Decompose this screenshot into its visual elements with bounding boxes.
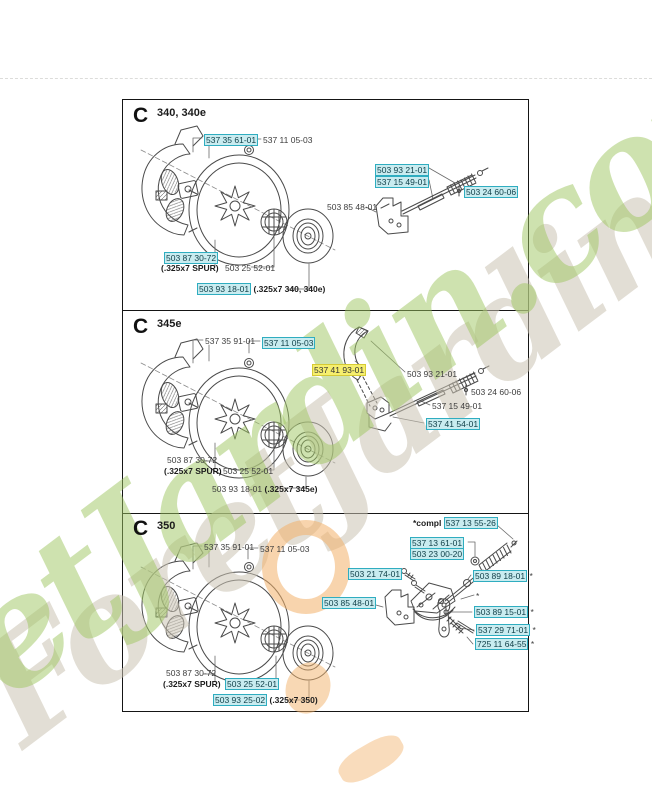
brake-spring <box>479 541 517 573</box>
part-row: 503 93 25-02 (.325x7 350) <box>213 693 318 706</box>
section-letter: C <box>133 516 149 540</box>
part-number: 503 87 30-72 <box>166 667 217 678</box>
screws <box>402 568 426 593</box>
part-variant: (.325x7 SPUR) <box>164 465 222 476</box>
part-row: 725 11 64-55 * <box>475 637 535 650</box>
part-number: 503 25 52-01 <box>225 263 276 273</box>
footnote-star: * <box>529 570 533 581</box>
part-number: 503 87 30-72 <box>167 454 218 465</box>
compl-note: *compl <box>413 517 442 528</box>
part-link[interactable]: 537 13 55-26 <box>443 516 498 529</box>
retainer-pin <box>457 186 460 196</box>
part-link[interactable]: 503 24 60-06 <box>464 186 519 198</box>
part-link[interactable]: 537 29 71-01 <box>476 623 531 636</box>
brake-spring <box>449 366 489 393</box>
part-number: 503 93 21-01 <box>407 368 458 379</box>
part-link[interactable]: 537 41 54-01 <box>426 417 481 430</box>
section-letter: C <box>133 314 149 338</box>
brake-pivot-block <box>367 397 391 431</box>
part-link[interactable]: 503 89 18-01 <box>473 569 528 582</box>
part-variant: (.325x7 345e) <box>264 483 318 494</box>
part-link[interactable]: 503 21 74-01 <box>348 567 403 580</box>
part-link[interactable]: 503 93 21-01 <box>375 164 430 176</box>
footnote-star: * <box>530 638 535 649</box>
panel-title: 340, 340e <box>157 107 206 119</box>
adjuster-nut <box>471 557 479 565</box>
brake-band-assembly <box>411 579 471 620</box>
brake-spring <box>447 168 488 195</box>
part-row: 503 93 18-01 (.325x7 345e) <box>212 484 317 494</box>
part-link[interactable]: 503 87 30-72 <box>164 252 219 264</box>
footnote-star: * <box>532 624 536 635</box>
part-link-selected[interactable]: 537 41 93-01 <box>312 363 367 376</box>
part-link[interactable]: 537 11 05-03 <box>262 336 316 349</box>
part-row: 537 29 71-01 * <box>476 623 536 636</box>
part-number: 537 35 91-01 <box>205 335 256 346</box>
leader-lines <box>193 340 430 488</box>
part-number: 537 15 49-01 <box>432 400 483 411</box>
part-number: 503 25 52-01 <box>223 465 274 476</box>
footnote-star: * <box>476 590 480 601</box>
part-link[interactable]: 503 93 18-01 <box>197 283 252 295</box>
part-number: 503 93 18-01 <box>212 483 263 494</box>
chain-catcher <box>438 599 450 637</box>
part-row: 503 89 15-01 * <box>474 605 534 618</box>
catcher-spring <box>447 617 463 633</box>
part-number: 537 35 91-01 <box>204 541 255 552</box>
part-link[interactable]: 503 23 00-20 <box>410 547 465 560</box>
panel-340-340e: C 340, 340e <box>122 99 529 311</box>
scan-artifact-line <box>0 78 652 79</box>
retainer-pin <box>464 385 467 395</box>
brake-bracket <box>385 590 414 625</box>
part-number: 503 24 60-06 <box>471 386 522 397</box>
exploded-diagram-345e <box>140 311 528 513</box>
brake-bracket <box>376 198 408 234</box>
footnote-star: * <box>530 606 534 617</box>
part-variant: (.325x7 SPUR) <box>161 263 219 273</box>
part-link[interactable]: 503 25 52-01 <box>225 677 280 690</box>
part-link[interactable]: 503 93 25-02 <box>213 693 268 706</box>
brake-rod <box>402 175 476 214</box>
part-link[interactable]: 537 35 61-01 <box>204 134 259 146</box>
pin <box>457 621 474 633</box>
panel-345e: C 345e <box>122 310 529 514</box>
part-number: 537 11 05-03 <box>260 543 310 554</box>
part-link[interactable]: 503 89 15-01 <box>474 605 529 618</box>
part-row: 503 89 18-01 * <box>473 569 533 582</box>
part-number: 503 85 48-01 <box>327 202 378 212</box>
panel-title: 350 <box>157 519 176 532</box>
section-letter: C <box>133 104 149 127</box>
part-variant: (.325x7 SPUR) <box>163 678 221 689</box>
panel-title: 345e <box>157 317 182 330</box>
part-variant: (.325x7 350) <box>269 694 318 705</box>
part-number: 537 11 05-03 <box>263 135 313 145</box>
part-link[interactable]: 503 85 48-01 <box>322 596 377 609</box>
panel-350: C 350 <box>122 512 536 712</box>
part-row: 503 93 18-01 (.325x7 340, 340e) <box>197 283 326 295</box>
part-link[interactable]: 537 15 49-01 <box>375 176 430 188</box>
part-row: *compl 537 13 55-26 <box>413 516 498 529</box>
part-link[interactable]: 725 11 64-55 <box>475 637 529 650</box>
exploded-diagram-340 <box>140 125 528 310</box>
part-variant: (.325x7 340, 340e) <box>253 284 326 294</box>
watermark-orange-leaf <box>333 728 409 790</box>
